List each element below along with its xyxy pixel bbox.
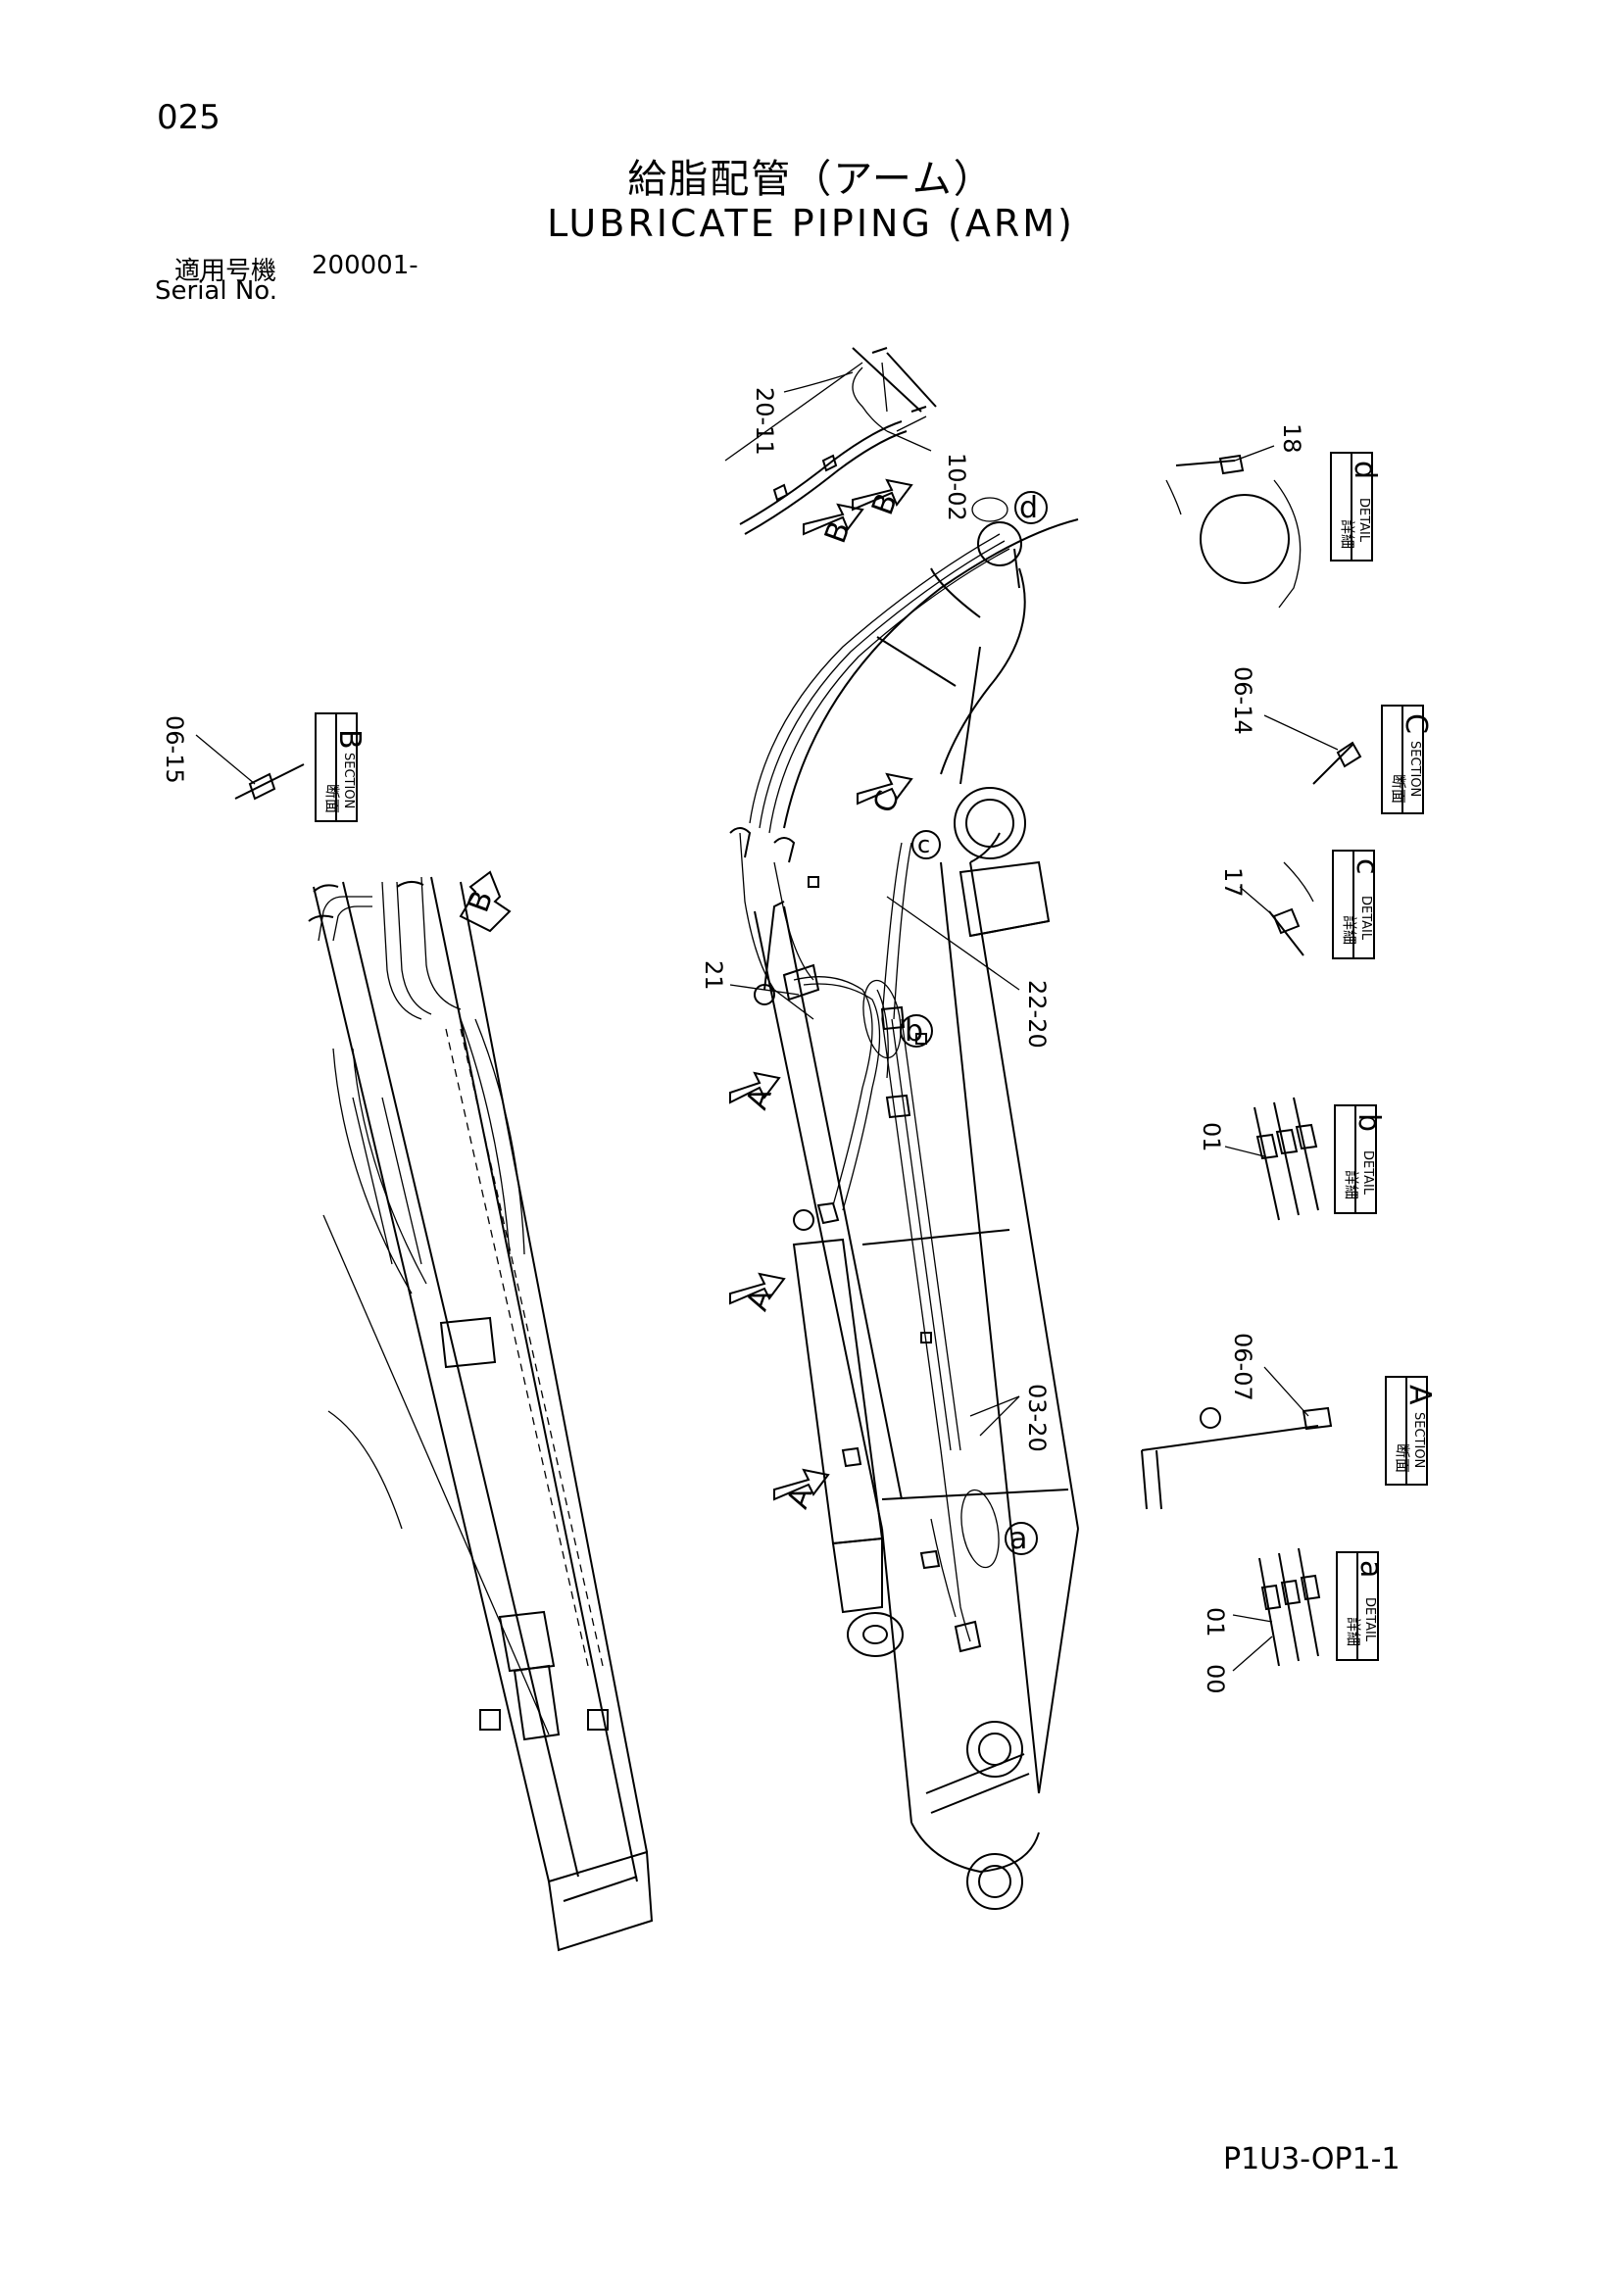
section-arrow-c-label: C [867,786,907,817]
serial-value: 200001- [312,251,418,280]
svg-text:B: B [332,729,367,750]
serial-label-japanese: 適用号機 [174,257,277,286]
svg-text:21: 21 [700,960,727,991]
svg-text:SECTION: SECTION [1411,1412,1426,1468]
svg-text:22-20: 22-20 [1023,980,1051,1049]
svg-text:c: c [917,831,930,858]
detail-circle-b: b [900,1014,933,1049]
left-arm-view [308,876,654,1952]
main-arm-view [729,518,1079,1910]
top-inset-view [724,347,937,535]
svg-text:断面: 断面 [323,784,341,813]
svg-text:a: a [1353,1560,1388,1578]
detail-d-part: 18 [1278,423,1305,454]
section-c-part: 06-14 [1229,666,1256,735]
detail-circle-a: a [1005,1522,1038,1556]
svg-text:断面: 断面 [1394,1443,1411,1473]
svg-text:詳細: 詳細 [1343,1170,1360,1199]
section-arrow-a-1: A [729,1071,781,1114]
detail-a-box: a 詳細 DETAIL 01 00 [1202,1547,1388,1694]
section-c-box: C 断面 SECTION 06-14 [1229,666,1433,814]
svg-text:b: b [1352,1113,1386,1132]
svg-text:詳細: 詳細 [1345,1617,1362,1646]
svg-text:SECTION: SECTION [341,753,356,808]
detail-c-box: c 詳細 DETAIL 17 [1219,850,1384,959]
svg-text:詳細: 詳細 [1339,519,1356,549]
detail-b-box: b 詳細 DETAIL 01 [1198,1097,1386,1221]
section-arrow-a-3-label: A [781,1482,820,1513]
svg-text:a: a [1009,1522,1027,1556]
callout-21: 21 [700,960,800,996]
detail-c-part: 17 [1219,867,1247,898]
svg-text:DETAIL: DETAIL [1356,498,1371,543]
svg-text:詳細: 詳細 [1341,915,1358,945]
svg-text:DETAIL: DETAIL [1362,1597,1377,1642]
svg-text:d: d [1019,491,1038,525]
svg-text:A: A [1402,1385,1437,1405]
section-arrow-a-3: A [773,1468,830,1513]
section-b-part: 06-15 [161,715,188,784]
detail-b-part: 01 [1198,1122,1225,1152]
section-arrow-a-2-label: A [740,1285,779,1316]
svg-text:DETAIL: DETAIL [1360,1150,1375,1196]
serial-label-english: Serial No. [155,276,277,306]
drawing-code: P1U3-OP1-1 [1223,2142,1401,2176]
section-arrow-a-2: A [729,1272,786,1316]
svg-text:03-20: 03-20 [1023,1384,1051,1452]
detail-circle-d: d [1014,491,1048,525]
title-english: LUBRICATE PIPING (ARM) [547,202,1075,245]
svg-text:断面: 断面 [1390,774,1407,804]
svg-text:C: C [1399,713,1433,734]
svg-text:b: b [905,1014,923,1049]
section-b-box: B 断面 SECTION 06-15 [161,712,367,822]
svg-text:DETAIL: DETAIL [1358,896,1373,941]
section-arrow-c: C [857,772,913,817]
section-a-box: A 断面 SECTION 06-07 [1141,1333,1437,1510]
detail-a-part-00: 00 [1202,1664,1229,1694]
section-arrow-b-inset-2: B [852,478,913,519]
detail-circle-c: c [911,830,941,859]
svg-text:c: c [1350,858,1384,875]
detail-zone-b [862,979,902,1059]
section-arrow-b-inset-2-label: B [865,489,905,519]
svg-text:d: d [1348,461,1382,479]
detail-zone-a [960,1489,1000,1569]
detail-zone-d [971,497,1008,522]
svg-text:20-11: 20-11 [751,387,778,456]
svg-text:10-02: 10-02 [943,453,970,521]
section-a-part: 06-07 [1229,1333,1256,1401]
section-arrow-b-inset-1-label: B [818,517,858,548]
callout-20-11: 20-11 [751,371,854,456]
title-japanese: 給脂配管（アーム） [627,157,995,202]
callout-22-20: 22-20 [886,896,1051,1049]
detail-a-part-01: 01 [1202,1607,1229,1637]
page-number: 025 [157,98,221,137]
section-arrow-b-inset-1: B [803,503,864,548]
svg-text:SECTION: SECTION [1407,741,1422,797]
callout-03-20: 03-20 [969,1384,1051,1452]
callout-10-02: 10-02 [886,430,970,521]
detail-d-box: d 詳細 DETAIL 18 [1165,423,1382,609]
